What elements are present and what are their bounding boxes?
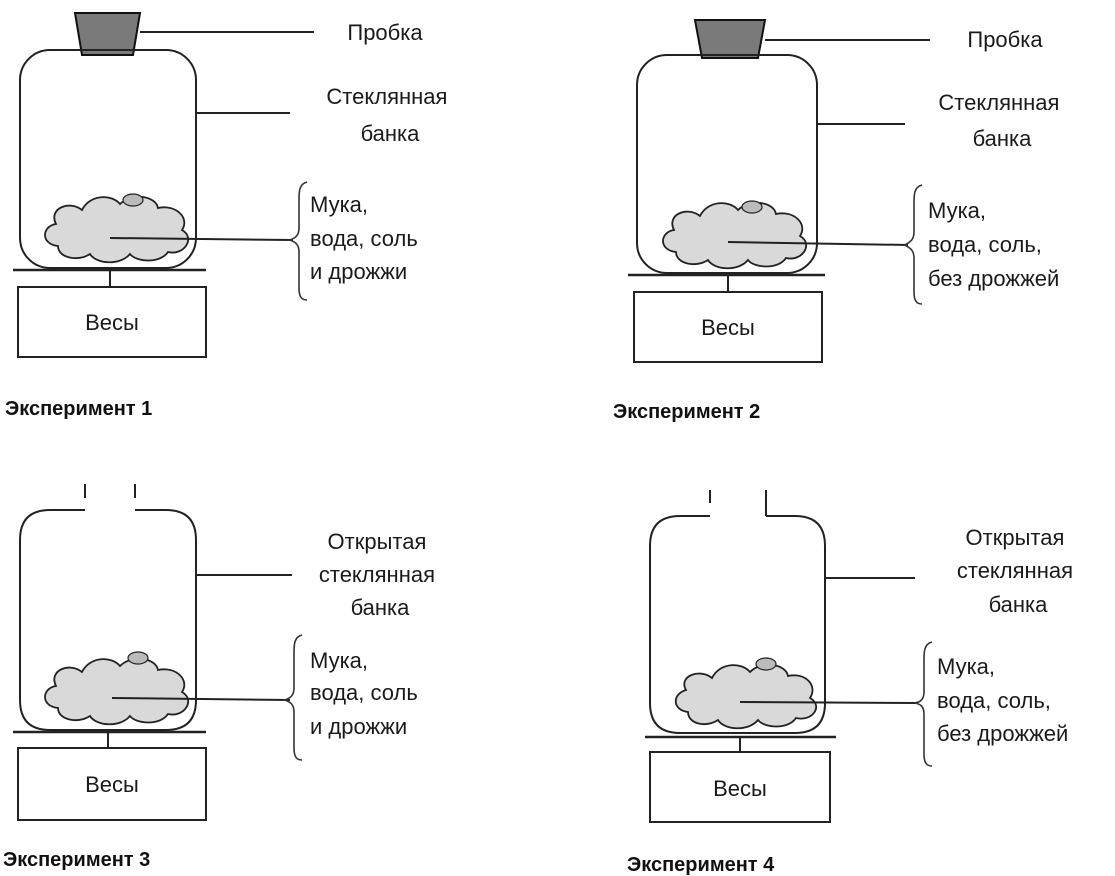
jar-label-line: стеклянная <box>957 558 1073 583</box>
jar-label-line: Открытая <box>966 525 1065 550</box>
contents-label: Мука, вода, соль и дрожжи <box>310 648 424 739</box>
contents-label-line: вода, соль, <box>937 688 1051 713</box>
contents-brace <box>282 634 303 761</box>
contents-label: Мука, вода, соль и дрожжи <box>310 192 424 284</box>
contents-label-line: Мука, <box>937 654 995 679</box>
contents-label-line: Мука, <box>310 648 368 673</box>
yeast-bubble <box>122 193 144 207</box>
contents-label: Мука, вода, соль, без дрожжей <box>937 654 1068 746</box>
scale-label: Весы <box>85 310 139 335</box>
experiment-3: Весы Открытая стеклянная банка Мука, вод… <box>3 484 441 871</box>
experiment-title: Эксперимент 2 <box>613 401 760 423</box>
jar-label-line: банка <box>989 592 1049 617</box>
contents-label-line: без дрожжей <box>928 266 1059 291</box>
jar-label-line: банка <box>973 126 1033 151</box>
scale-label: Весы <box>85 772 139 797</box>
contents-label-line: вода, соль, <box>928 232 1042 257</box>
contents-label: Мука, вода, соль, без дрожжей <box>928 198 1059 291</box>
jar-label-line: стеклянная <box>319 562 435 587</box>
contents-leader <box>739 701 919 704</box>
contents-label-line: Мука, <box>310 192 368 217</box>
cork <box>693 19 767 59</box>
experiment-title: Эксперимент 3 <box>3 849 150 871</box>
jar-label-line: Стеклянная <box>938 90 1059 115</box>
dough <box>662 201 807 270</box>
jar-label-line: банка <box>361 121 421 146</box>
contents-brace <box>903 184 923 305</box>
contents-brace <box>287 181 308 301</box>
dough <box>44 657 189 726</box>
cork <box>73 12 142 56</box>
contents-label-line: Мука, <box>928 198 986 223</box>
jar-label: Открытая стеклянная банка <box>957 525 1079 617</box>
scale <box>17 286 207 358</box>
contents-label-line: и дрожжи <box>310 714 407 739</box>
jar-label-line: Открытая <box>328 529 427 554</box>
experiment-1: Весы Пробка Стеклянная банка Мука, вода,… <box>5 12 453 420</box>
open-glass-jar <box>649 515 826 734</box>
contents-label-line: вода, соль <box>310 226 418 251</box>
jar-label-line: Стеклянная <box>326 84 447 109</box>
cork-label: Пробка <box>967 27 1043 52</box>
contents-brace <box>914 641 933 767</box>
contents-leader <box>109 237 294 241</box>
open-glass-jar <box>19 509 197 731</box>
dough <box>44 195 189 264</box>
glass-jar <box>19 49 197 269</box>
yeast-bubble <box>127 651 149 665</box>
contents-leader <box>727 241 909 246</box>
experiment-title: Эксперимент 4 <box>627 854 775 876</box>
bubble <box>755 657 777 671</box>
experiment-4: Весы Открытая стеклянная банка Мука, вод… <box>627 490 1079 876</box>
dough <box>674 663 817 730</box>
cork-label: Пробка <box>347 20 423 45</box>
jar-label: Стеклянная банка <box>938 90 1065 151</box>
contents-label-line: без дрожжей <box>937 721 1068 746</box>
scale <box>649 751 831 823</box>
contents-leader <box>111 697 291 701</box>
experiment-2: Весы Пробка Стеклянная банка Мука, вода,… <box>613 19 1065 423</box>
experiment-title: Эксперимент 1 <box>5 398 152 420</box>
scale <box>17 747 207 821</box>
contents-label-line: и дрожжи <box>310 259 407 284</box>
scale-label: Весы <box>713 776 767 801</box>
jar-label-line: банка <box>351 595 411 620</box>
jar-label: Открытая стеклянная банка <box>319 529 441 620</box>
bubble <box>741 200 763 214</box>
jar-label: Стеклянная банка <box>326 84 453 146</box>
contents-label-line: вода, соль <box>310 680 418 705</box>
scale-label: Весы <box>701 315 755 340</box>
scale <box>633 291 823 363</box>
glass-jar <box>636 54 818 274</box>
